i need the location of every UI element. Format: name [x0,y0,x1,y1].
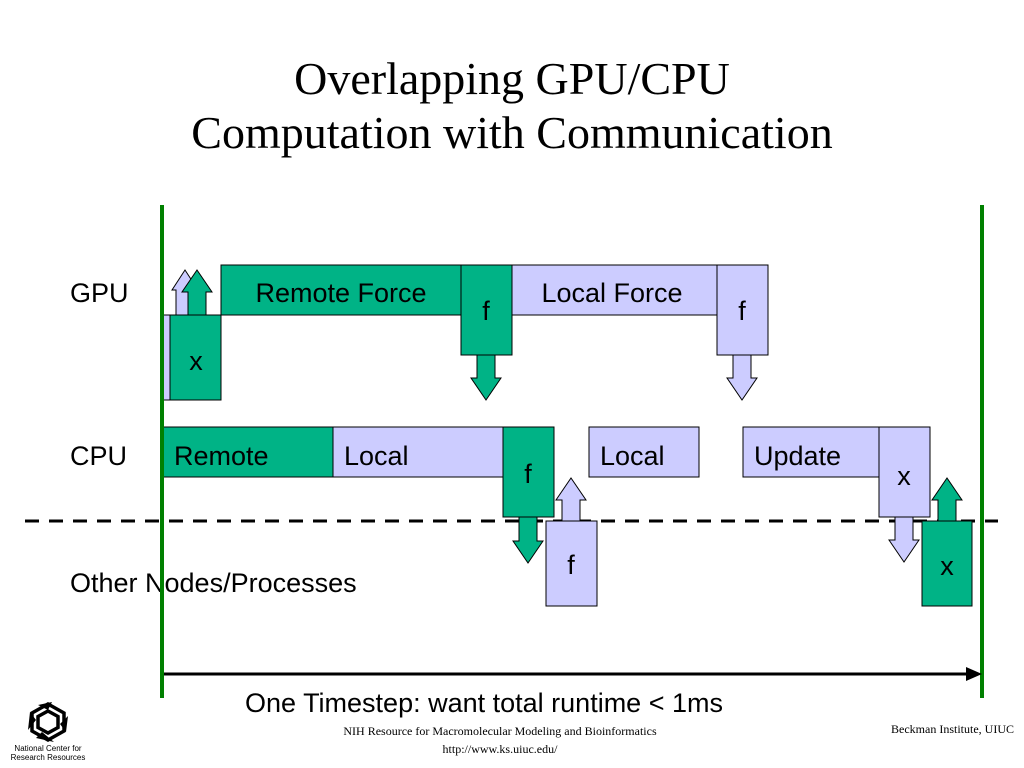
timestep-arrow-head [966,667,982,681]
ncrr-logo: National Center for Research Resources [8,700,88,764]
row-label-cpu: CPU [70,441,127,471]
cpu-local-label-1: Local [344,441,409,471]
ncrr-logo-icon [28,701,68,743]
cpu-remote-label: Remote [174,441,269,471]
gpu-f-label-1: f [482,296,490,326]
cpu-f-label: f [524,459,532,489]
footer-resource-name: NIH Resource for Macromolecular Modeling… [343,724,657,738]
cpu-local-label-2: Local [600,441,665,471]
logo-text-line-2: Research Resources [10,753,86,762]
gpu-f-label-2: f [738,296,746,326]
title-line-1: Overlapping GPU/CPU [294,53,730,104]
slide-title: Overlapping GPU/CPU Computation with Com… [0,52,1024,160]
gpu-remote-force-label: Remote Force [255,278,426,308]
other-x-block [921,520,973,607]
gpu-f-block-2 [716,264,769,356]
gpu-x-upload-arrow [181,269,213,316]
logo-text-line-1: National Center for [14,744,82,753]
cpu-x-block [878,426,931,518]
cpu-f-block [502,426,555,518]
timestep-label: One Timestep: want total runtime < 1ms [245,688,723,718]
other-x-upload-arrow [931,477,963,522]
cpu-f-download-arrow [512,516,544,564]
footer-institution: Beckman Institute, UIUC [891,722,1014,736]
footer-center: NIH Resource for Macromolecular Modeling… [300,722,700,758]
row-label-gpu: GPU [70,278,129,308]
footer-url: http://www.ks.uiuc.edu/ [442,742,558,756]
row-label-other: Other Nodes/Processes [70,568,357,598]
gpu-x-label: x [189,346,203,376]
cpu-remote-block [162,426,334,478]
other-f-label: f [567,550,575,580]
cpu-update-block [742,426,880,478]
other-f-upload-arrow [555,477,587,522]
cpu-update-label: Update [754,441,841,471]
other-x-label: x [940,551,954,581]
ncrr-logo-text: National Center for Research Resources [8,744,88,762]
gpu-f-download-arrow-2 [726,354,758,401]
gpu-local-force-block [511,264,718,316]
gpu-x-block [169,314,222,401]
gpu-f-download-arrow-1 [470,354,502,401]
cpu-local-block-2 [588,426,700,478]
gpu-local-force-label: Local Force [541,278,682,308]
cpu-x-download-arrow [888,516,920,563]
cpu-x-label: x [897,461,911,491]
title-line-2: Computation with Communication [191,107,833,158]
cpu-local-block-1 [332,426,504,478]
gpu-remote-force-block [220,264,462,316]
